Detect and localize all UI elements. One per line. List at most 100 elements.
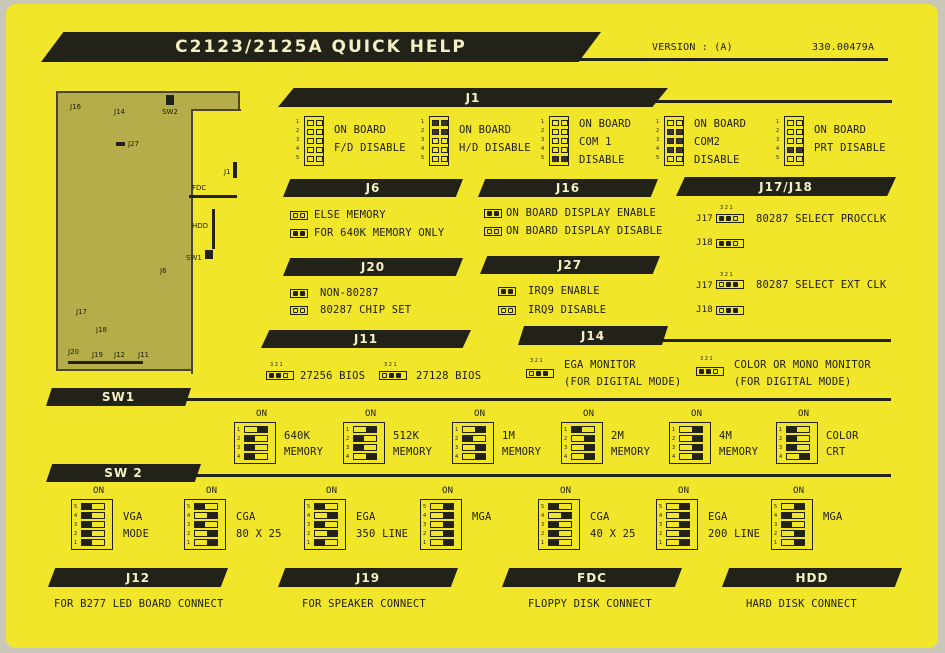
switch-knob xyxy=(549,531,559,536)
switch-knob xyxy=(207,513,217,518)
board-mark-sw2 xyxy=(166,95,174,105)
switch-number: 3 xyxy=(346,445,350,451)
switch-number: 5 xyxy=(187,504,191,510)
jumper-pin xyxy=(316,138,323,144)
switch-number: 1 xyxy=(237,427,241,433)
on-label: ON xyxy=(798,409,810,419)
j27-item-2: IRQ9 DISABLE xyxy=(528,304,607,316)
board-label-j11: J11 xyxy=(138,351,149,359)
switch-number: 4 xyxy=(455,454,459,460)
j18-label-2: J18 xyxy=(696,305,713,315)
switch-knob xyxy=(679,540,689,545)
switch-slot xyxy=(194,512,218,519)
jumper-pin xyxy=(307,138,314,144)
switch-slot xyxy=(571,426,595,433)
j6-jumper-2 xyxy=(290,229,308,238)
pin-number: 3 xyxy=(421,137,425,143)
pin-number: 2 xyxy=(296,128,300,134)
sw2-label-a: MGA xyxy=(472,511,492,523)
j16-item-2: ON BOARD DISPLAY DISABLE xyxy=(506,225,663,237)
switch-number: 3 xyxy=(672,445,676,451)
switch-number: 2 xyxy=(774,531,778,537)
switch-slot xyxy=(666,521,690,528)
pin-number: 3 xyxy=(541,137,545,143)
pin-number: 1 xyxy=(541,119,545,125)
sw1-label-a: COLOR xyxy=(826,430,859,442)
j14-jumper-1 xyxy=(526,369,554,378)
switch-knob xyxy=(82,522,92,527)
board-label-j18: J18 xyxy=(96,326,107,334)
switch-knob xyxy=(195,504,205,509)
switch-slot xyxy=(81,521,105,528)
jumper-pin xyxy=(787,156,794,162)
pin-number: 5 xyxy=(421,155,425,161)
footer-text: FOR SPEAKER CONNECT xyxy=(302,598,426,610)
board-label-j14: J14 xyxy=(114,108,125,116)
j27-title: J27 xyxy=(557,258,583,272)
switch-slot xyxy=(430,539,454,546)
sw1-banner: SW1 xyxy=(46,388,191,406)
switch-number: 2 xyxy=(74,531,78,537)
j1-option-text: PRT DISABLE xyxy=(814,142,886,154)
switch-number: 1 xyxy=(455,427,459,433)
jumper-pin xyxy=(561,156,568,162)
switch-knob xyxy=(354,445,364,450)
jumper-pin xyxy=(432,156,439,162)
on-label: ON xyxy=(442,486,454,496)
j16-jumper-1 xyxy=(484,209,502,218)
footer-text: HARD DISK CONNECT xyxy=(746,598,857,610)
switch-knob xyxy=(794,531,804,536)
header-rule xyxy=(566,58,888,61)
pin-number: 5 xyxy=(656,155,660,161)
switch-number: 5 xyxy=(307,504,311,510)
sw2-label-a: EGA xyxy=(708,511,728,523)
on-label: ON xyxy=(583,409,595,419)
j11-jumper-1 xyxy=(266,371,294,380)
jumper-pin xyxy=(787,138,794,144)
sw2-label-a: CGA xyxy=(590,511,610,523)
switch-number: 3 xyxy=(423,522,427,528)
j1-pin-header xyxy=(549,116,569,166)
switch-knob xyxy=(443,522,453,527)
jumper-pin xyxy=(316,129,323,135)
part-number: 330.00479A xyxy=(812,42,875,53)
switch-number: 4 xyxy=(779,454,783,460)
switch-knob xyxy=(315,522,325,527)
jumper-pin xyxy=(432,129,439,135)
j1-pin-header xyxy=(784,116,804,166)
switch-number: 1 xyxy=(74,540,78,546)
pin-number: 3 xyxy=(776,137,780,143)
switch-slot xyxy=(571,435,595,442)
jumper-pin xyxy=(796,129,803,135)
switch-knob xyxy=(443,531,453,536)
switch-number: 4 xyxy=(423,513,427,519)
switch-slot xyxy=(571,444,595,451)
switch-number: 5 xyxy=(659,504,663,510)
switch-knob xyxy=(82,513,92,518)
switch-knob xyxy=(794,504,804,509)
on-label: ON xyxy=(474,409,486,419)
sw1-label-b: MEMORY xyxy=(719,446,759,458)
j14-banner: J14 xyxy=(518,326,668,345)
j14-jumper-2 xyxy=(696,367,724,376)
jumper-pin xyxy=(316,156,323,162)
switch-slot xyxy=(548,521,572,528)
j17-label-1: J17 xyxy=(696,214,713,224)
j1-rule xyxy=(636,100,892,103)
sw1-label-a: 512K xyxy=(393,430,420,442)
j14-item-1-b: (FOR DIGITAL MODE) xyxy=(564,376,682,388)
switch-number: 1 xyxy=(774,540,778,546)
jumper-pin xyxy=(441,147,448,153)
switch-number: 5 xyxy=(541,504,545,510)
board-mark-hdd xyxy=(212,209,215,249)
pin-number: 3 xyxy=(656,137,660,143)
switch-slot xyxy=(81,503,105,510)
pin-number: 4 xyxy=(541,146,545,152)
switch-knob xyxy=(366,454,376,459)
sw1-label-a: 4M xyxy=(719,430,733,442)
switch-knob xyxy=(692,445,702,450)
board-mark-sw1 xyxy=(205,250,213,259)
switch-slot xyxy=(679,453,703,460)
